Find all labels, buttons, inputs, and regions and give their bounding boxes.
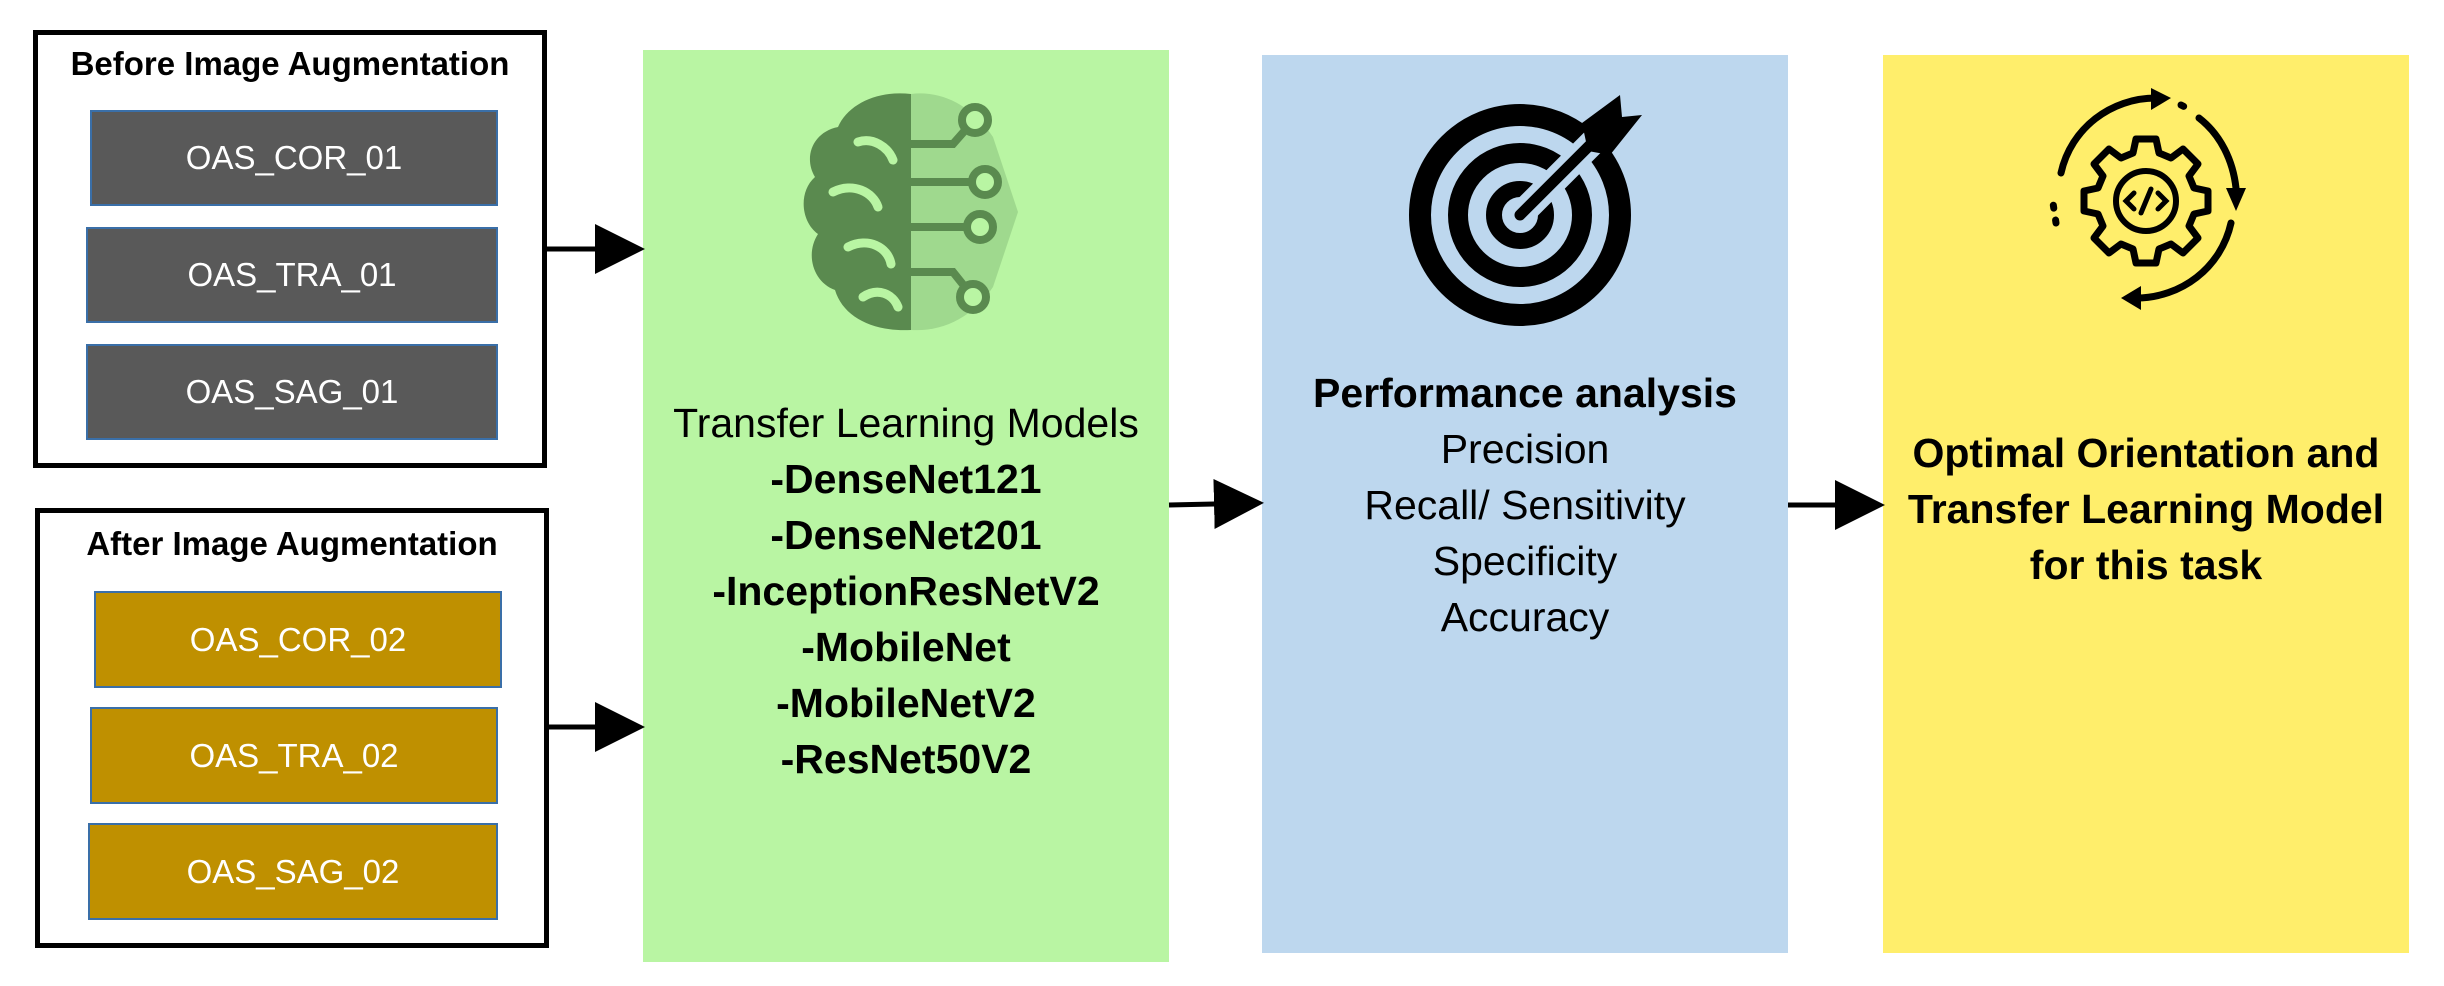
result-line-1: Optimal Orientation and (1912, 430, 2380, 476)
after-augmentation-group: After Image Augmentation OAS_COR_02 OAS_… (35, 508, 549, 948)
performance-heading: Performance analysis (1313, 370, 1737, 416)
dataset-oas-sag-02: OAS_SAG_02 (88, 823, 498, 920)
dataset-oas-cor-01: OAS_COR_01 (90, 110, 498, 206)
metric-recall-sensitivity: Recall/ Sensitivity (1364, 482, 1686, 528)
models-heading: Transfer Learning Models (673, 400, 1139, 446)
metric-precision: Precision (1440, 426, 1610, 472)
dataset-oas-tra-02: OAS_TRA_02 (90, 707, 498, 804)
transfer-learning-models-panel: Transfer Learning Models -DenseNet121 -D… (643, 50, 1169, 962)
result-line-2: Transfer Learning Model (1907, 486, 2385, 532)
dataset-oas-sag-01: OAS_SAG_01 (86, 344, 498, 440)
dataset-oas-cor-02: OAS_COR_02 (94, 591, 502, 688)
target-arrow-icon (1409, 95, 1642, 326)
optimal-result-panel: Optimal Orientation and Transfer Learnin… (1883, 55, 2409, 953)
model-resnet50v2: -ResNet50V2 (780, 736, 1032, 782)
brain-circuit-icon (803, 93, 1018, 331)
performance-analysis-panel: Performance analysis Precision Recall/ S… (1262, 55, 1788, 953)
model-mobilenetv2: -MobileNetV2 (776, 680, 1036, 726)
metric-accuracy: Accuracy (1440, 594, 1610, 640)
after-augmentation-title: After Image Augmentation (86, 525, 498, 562)
gear-code-cycle-icon (2049, 88, 2246, 310)
before-augmentation-title: Before Image Augmentation (70, 45, 510, 82)
model-inceptionresnetv2: -InceptionResNetV2 (712, 568, 1100, 614)
model-densenet121: -DenseNet121 (770, 456, 1042, 502)
model-mobilenet: -MobileNet (801, 624, 1011, 670)
result-line-3: for this task (2029, 542, 2263, 588)
metric-specificity: Specificity (1432, 538, 1618, 584)
before-augmentation-group: Before Image Augmentation OAS_COR_01 OAS… (33, 30, 547, 468)
model-densenet201: -DenseNet201 (770, 512, 1042, 558)
dataset-oas-tra-01: OAS_TRA_01 (86, 227, 498, 323)
arrow-models-to-performance (1168, 479, 1264, 529)
